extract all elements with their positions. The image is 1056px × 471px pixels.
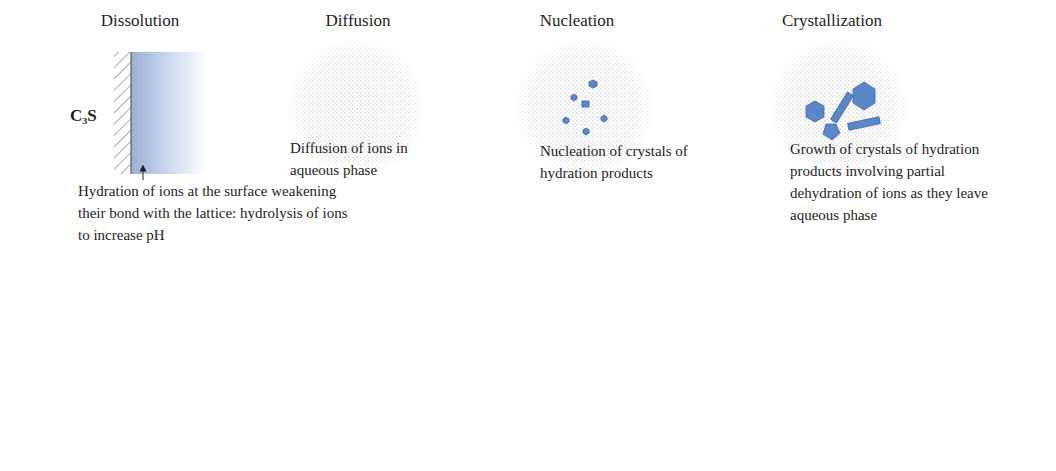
crystal-growth-sketch — [766, 36, 910, 180]
stage-description: Hydration of ions at the surface weakeni… — [78, 180, 350, 246]
diffusion-stage: DiffusionDiffusion of ions in aqueous ph… — [280, 10, 412, 185]
stage-description: Nucleation of crystals of hydration prod… — [540, 140, 692, 184]
phase-label: C₃S — [70, 106, 97, 126]
stage-description: Diffusion of ions in aqueous phase — [290, 137, 408, 181]
dissolution-stage: DissolutionHydration of ions at the surf… — [60, 10, 354, 250]
leader-arrow — [143, 168, 144, 180]
stage-heading: Nucleation — [540, 10, 615, 32]
stage-heading: Diffusion — [326, 10, 391, 32]
stage-heading: Crystallization — [782, 10, 882, 32]
crystallization-stage: CrystallizationGrowth of crystals of hyd… — [770, 10, 1006, 230]
stage-description: Growth of crystals of hydration products… — [790, 138, 1002, 226]
stage-heading: Dissolution — [101, 10, 179, 32]
nucleation-stage: NucleationNucleation of crystals of hydr… — [520, 10, 696, 188]
dissolution-surface — [114, 52, 207, 180]
stipple-solution — [284, 36, 428, 180]
